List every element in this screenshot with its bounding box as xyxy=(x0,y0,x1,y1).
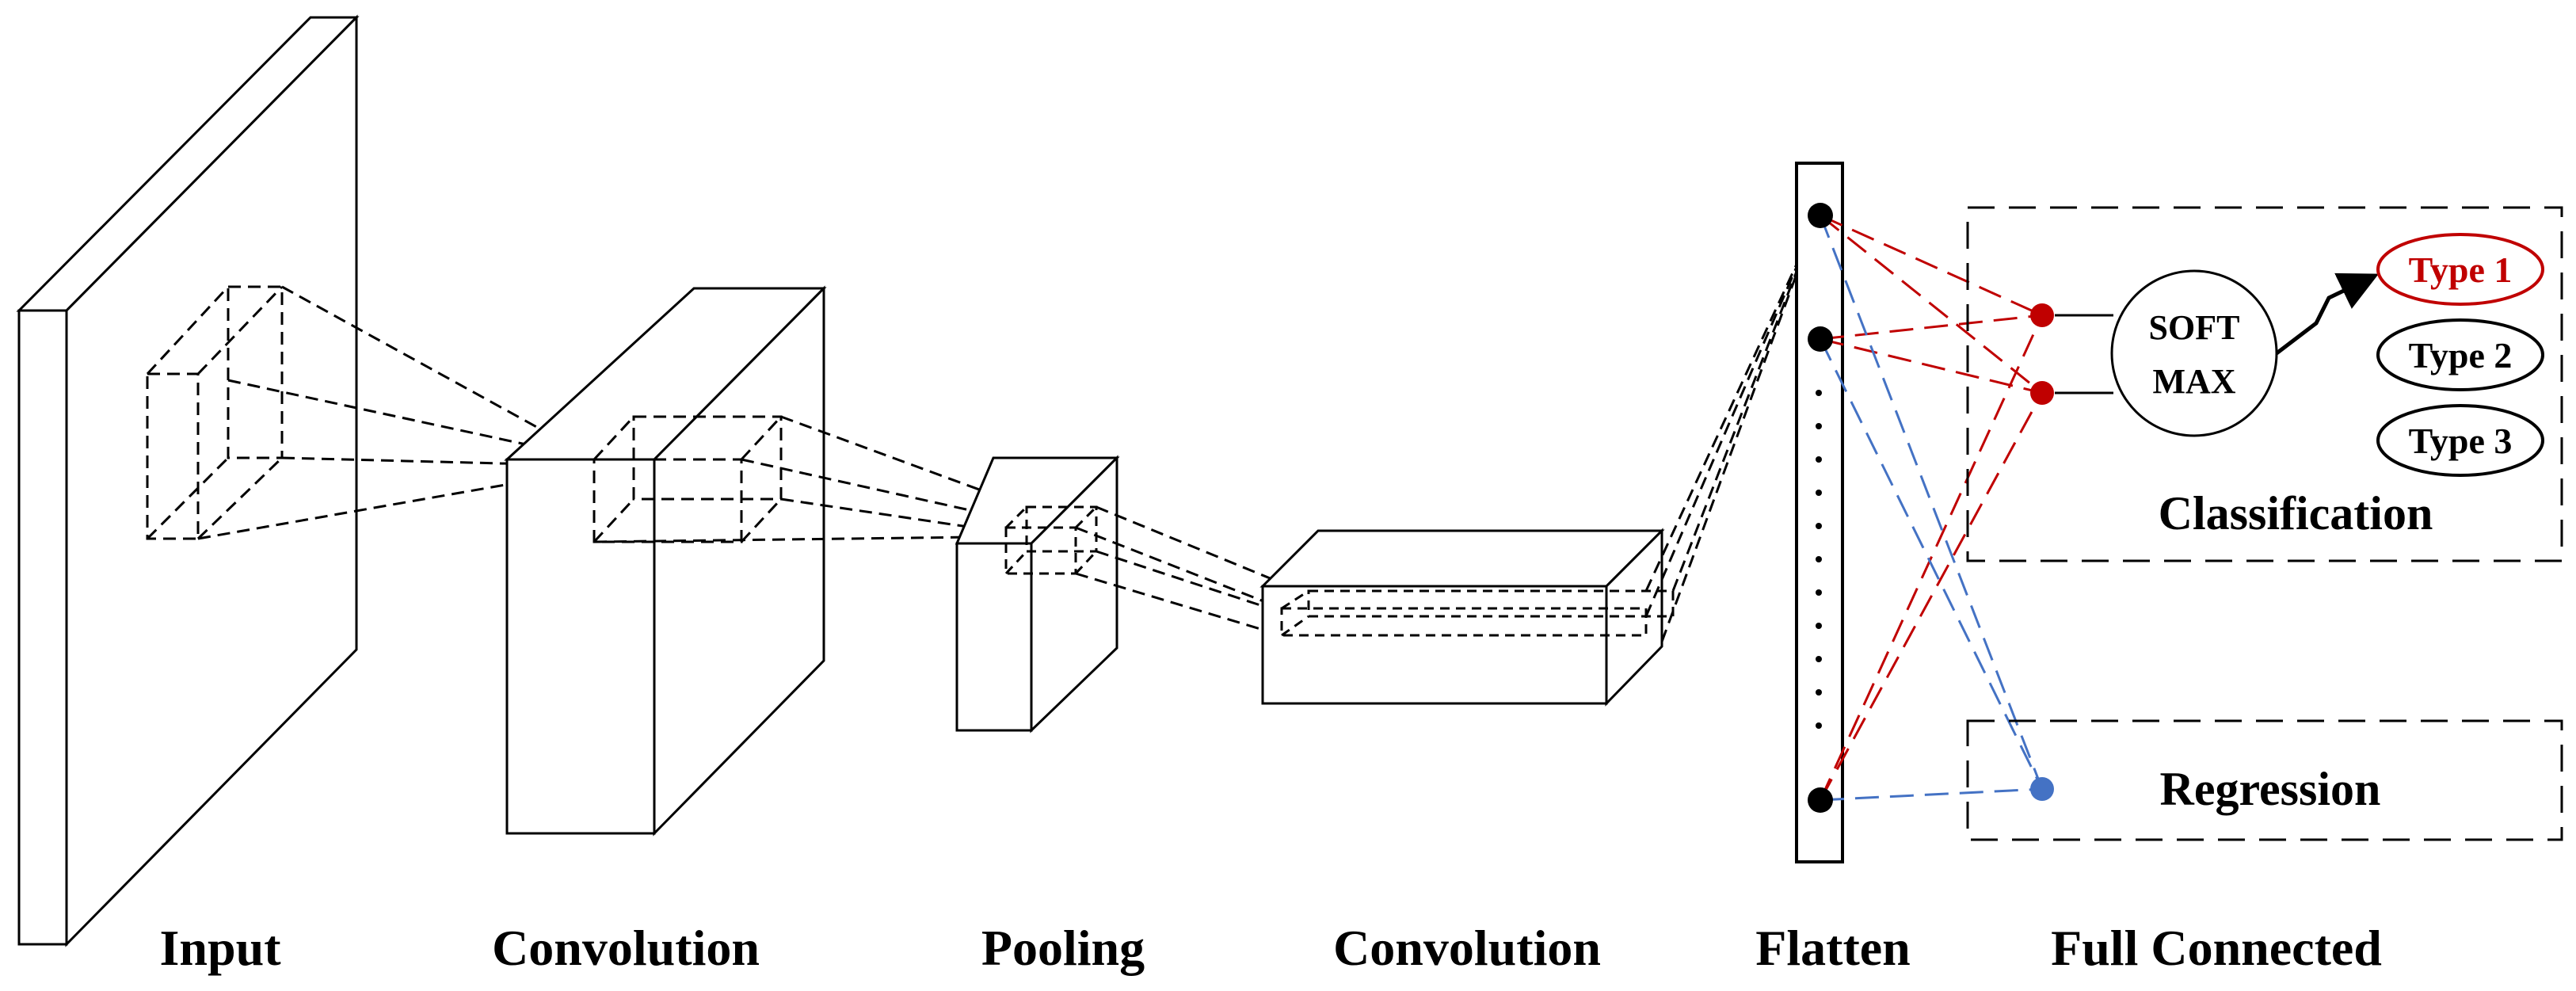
type-1-label: Type 1 xyxy=(2409,250,2513,290)
flatten-node-2 xyxy=(1808,326,1833,352)
pooling-kernel-cube xyxy=(1004,505,1098,575)
label-full-connected: Full Connected xyxy=(2051,920,2382,976)
softmax-input-arrows xyxy=(2055,314,2113,394)
flatten-dots xyxy=(1816,390,1822,729)
softmax-node xyxy=(2110,269,2278,437)
regression-node xyxy=(2030,777,2054,801)
type-3-ellipse xyxy=(2376,404,2544,477)
classification-title: Classification xyxy=(2159,487,2433,539)
label-input: Input xyxy=(160,920,282,976)
type-2-ellipse xyxy=(2376,318,2544,391)
classification-node-1 xyxy=(2030,303,2054,327)
label-convolution-2: Convolution xyxy=(1333,920,1601,976)
type-1-ellipse xyxy=(2376,233,2544,306)
pooling-volume xyxy=(955,455,1120,734)
fc-red-connections xyxy=(1819,214,2044,801)
projection-conv2-to-flatten xyxy=(1644,226,1816,642)
convolution-1-volume xyxy=(504,285,827,837)
flatten-column xyxy=(1795,162,1844,863)
softmax-label-line2: MAX xyxy=(2152,362,2235,401)
type-3-label: Type 3 xyxy=(2409,421,2513,461)
regression-box xyxy=(1966,719,2563,841)
regression-title: Regression xyxy=(2160,763,2381,815)
convolution-1-kernel-cube xyxy=(593,415,783,543)
softmax-output-arrow xyxy=(2275,273,2380,355)
fc-blue-connections xyxy=(1819,215,2044,802)
flatten-node-1 xyxy=(1808,203,1833,228)
label-convolution-1: Convolution xyxy=(492,920,760,976)
convolution-2-volume xyxy=(1259,528,1665,707)
classification-node-2 xyxy=(2030,381,2054,405)
softmax-label-line1: SOFT xyxy=(2149,308,2240,347)
classification-box xyxy=(1966,206,2563,562)
convolution-2-kernel-cube xyxy=(1280,589,1675,637)
label-pooling: Pooling xyxy=(981,920,1145,976)
type-2-label: Type 2 xyxy=(2409,335,2513,375)
flatten-node-n xyxy=(1808,787,1833,813)
input-kernel-cube xyxy=(146,285,284,540)
input-slab xyxy=(16,14,360,947)
label-flatten: Flatten xyxy=(1755,920,1911,976)
